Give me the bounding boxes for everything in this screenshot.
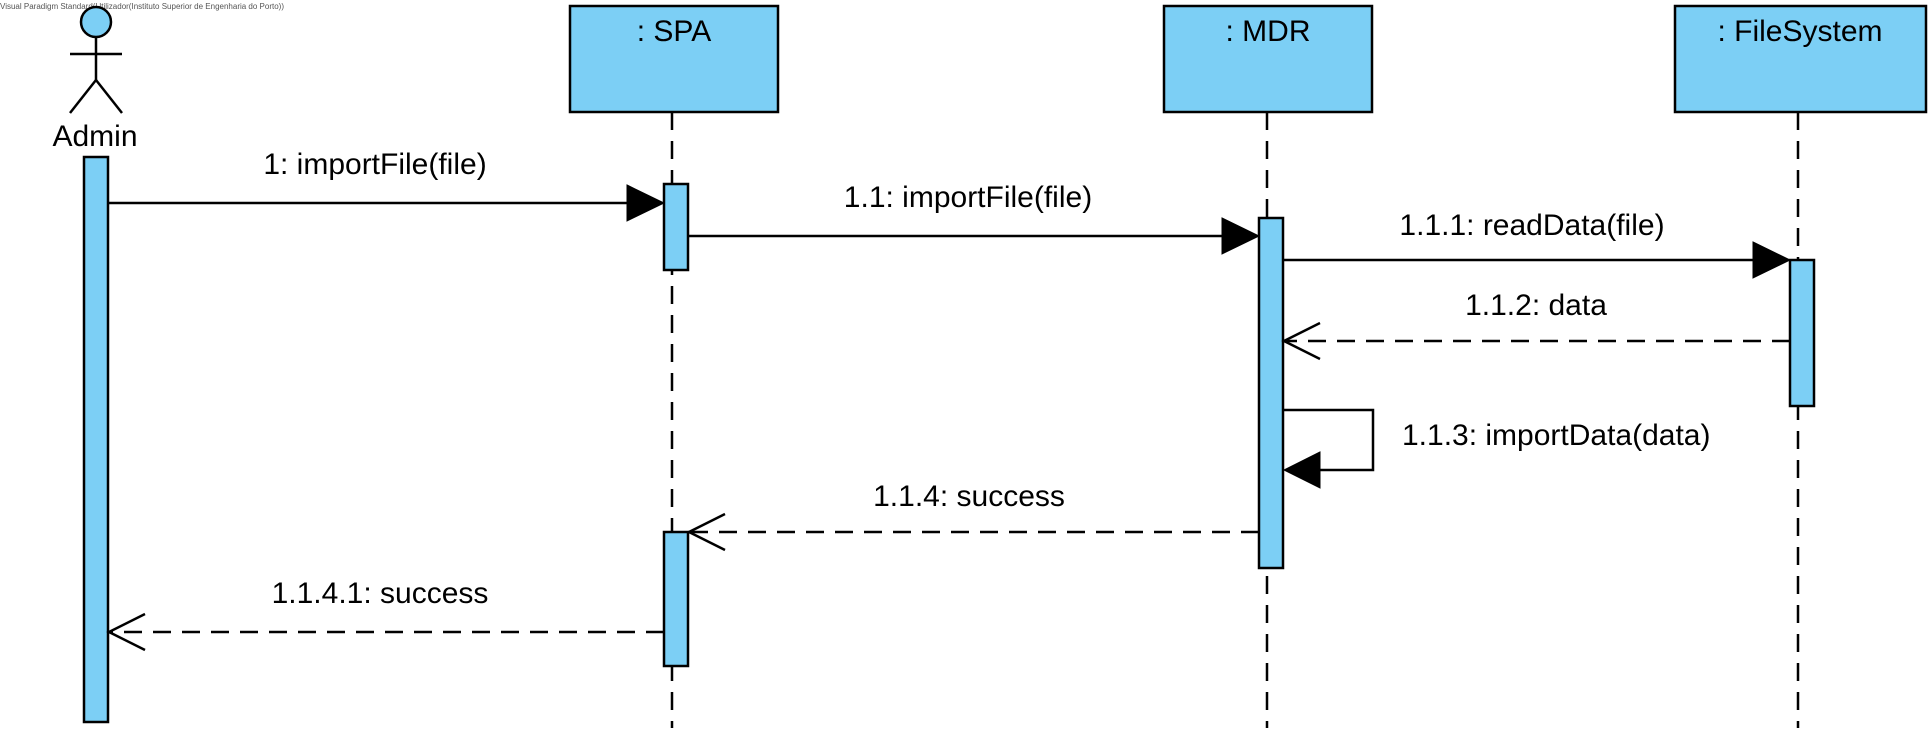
open-arrowhead-icon	[686, 512, 726, 552]
filled-arrowhead-icon	[1752, 241, 1792, 279]
message-1-1-3-label: 1.1.3: importData(data)	[1402, 419, 1710, 452]
lifeline-filesystem[interactable]: : FileSystem	[1673, 4, 1928, 728]
lifeline-mdr-header	[1162, 4, 1374, 114]
lifeline-spa-header	[568, 4, 780, 114]
open-arrowhead-icon	[1281, 321, 1321, 361]
message-1-1-4-1[interactable]: 1.1.4.1: success	[106, 577, 664, 652]
lifeline-filesystem-title: : FileSystem	[1717, 15, 1882, 48]
actor-admin[interactable]: Admin	[52, 5, 138, 724]
activation-bar-mdr	[1257, 216, 1285, 570]
filled-arrowhead-icon	[626, 184, 666, 222]
message-1-1-2[interactable]: 1.1.2: data	[1281, 289, 1790, 361]
message-1-1-1-label: 1.1.1: readData(file)	[1399, 209, 1664, 242]
activation-bar-spa-2	[662, 530, 690, 668]
filled-arrowhead-icon	[1282, 451, 1321, 489]
message-1-label: 1: importFile(file)	[263, 148, 486, 181]
activation-bar-spa-1	[662, 182, 690, 272]
lifeline-mdr-title: : MDR	[1226, 15, 1311, 48]
message-1[interactable]: 1: importFile(file)	[108, 148, 666, 222]
stick-figure-icon	[69, 5, 123, 114]
message-1-1-1[interactable]: 1.1.1: readData(file)	[1283, 209, 1792, 279]
message-1-1-4[interactable]: 1.1.4: success	[686, 480, 1259, 552]
message-1-1[interactable]: 1.1: importFile(file)	[688, 181, 1261, 255]
filled-arrowhead-icon	[1221, 217, 1261, 255]
activation-bar-filesystem	[1788, 258, 1816, 408]
lifeline-spa[interactable]: : SPA	[568, 4, 780, 728]
activation-bar-admin	[82, 155, 110, 724]
lifeline-filesystem-header	[1673, 4, 1928, 114]
message-1-1-label: 1.1: importFile(file)	[844, 181, 1092, 214]
open-arrowhead-icon	[106, 612, 146, 652]
actor-name: Admin	[52, 120, 137, 153]
watermark-text: Visual Paradigm Standard(Utilizador(Inst…	[0, 2, 284, 11]
message-1-1-3[interactable]: 1.1.3: importData(data)	[1282, 408, 1710, 489]
lifeline-spa-title: : SPA	[637, 15, 711, 48]
message-1-1-3-line	[1283, 408, 1375, 472]
message-1-1-4-1-label: 1.1.4.1: success	[272, 577, 489, 610]
message-1-1-4-label: 1.1.4: success	[873, 480, 1065, 513]
lifeline-mdr[interactable]: : MDR	[1162, 4, 1374, 728]
message-1-1-2-label: 1.1.2: data	[1465, 289, 1607, 322]
